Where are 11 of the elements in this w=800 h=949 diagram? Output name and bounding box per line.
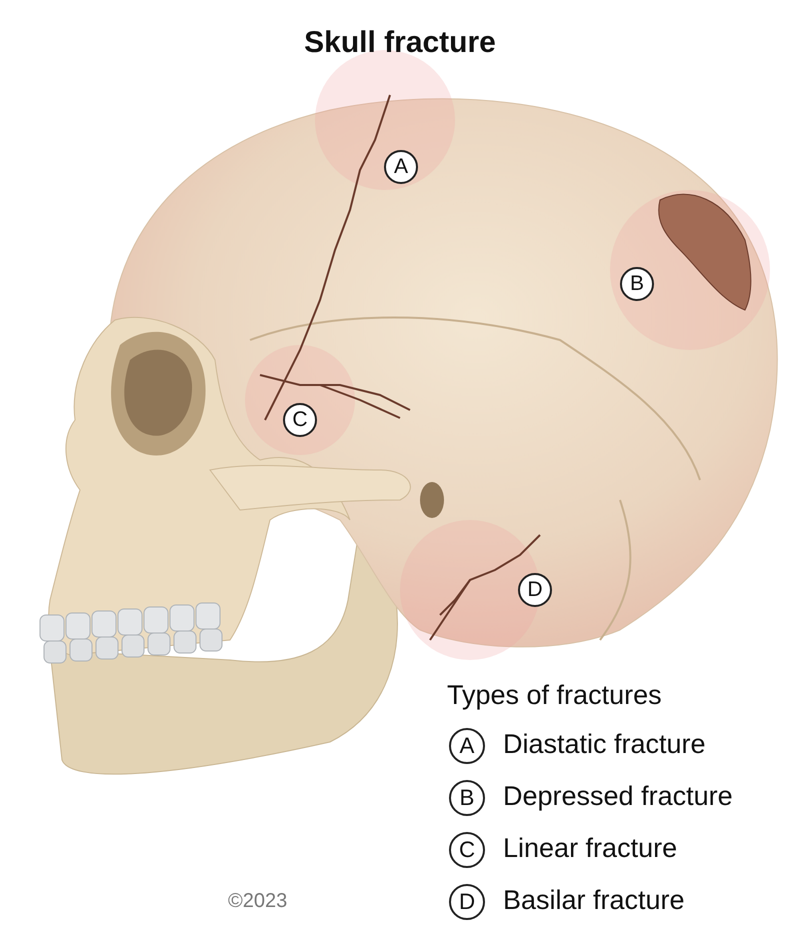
circled-letter: C bbox=[449, 832, 485, 868]
circled-letter: D bbox=[449, 884, 485, 920]
title: Skull fracture bbox=[303, 26, 497, 60]
legend-heading: Types of fractures bbox=[447, 680, 662, 711]
legend-text: Basilar fracture bbox=[503, 885, 685, 916]
copyright-note: ©2023 bbox=[228, 890, 288, 913]
legend-text: Diastatic fracture bbox=[503, 729, 706, 760]
circled-letter: A bbox=[449, 728, 485, 764]
legend-text: Linear fracture bbox=[503, 833, 678, 864]
legend-text: Depressed fracture bbox=[503, 781, 733, 812]
circled-letter: B bbox=[449, 780, 485, 816]
